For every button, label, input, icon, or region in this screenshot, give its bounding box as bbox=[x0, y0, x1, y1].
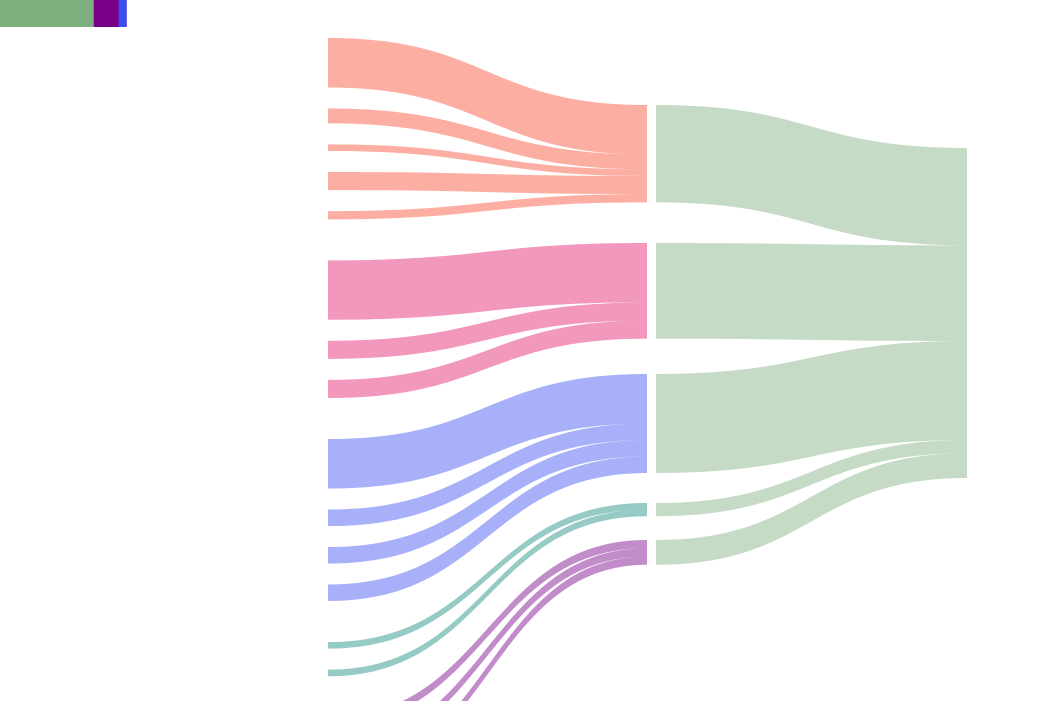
sankey-link bbox=[328, 144, 647, 176]
sankey-link bbox=[328, 194, 647, 220]
links-group bbox=[328, 38, 967, 701]
sankey-link bbox=[328, 320, 647, 399]
sankey-link bbox=[656, 243, 967, 342]
node-label-bg-ranking bbox=[0, 0, 94, 27]
sankey-link bbox=[328, 243, 647, 320]
sankey-link bbox=[328, 503, 647, 649]
sankey-link bbox=[656, 341, 967, 473]
sankey-link bbox=[656, 453, 967, 565]
sankey-link bbox=[439, 548, 647, 701]
sankey-link bbox=[328, 509, 647, 677]
labels-group: 教学声誉： 15.0生师比： 4.5授予博士学位/学士学位比例： 2.0授予博士… bbox=[0, 0, 127, 27]
sankey-link bbox=[402, 540, 647, 701]
sankey-link bbox=[656, 440, 967, 517]
sankey-link bbox=[328, 440, 647, 564]
sankey-link bbox=[328, 374, 647, 489]
sankey-link bbox=[328, 423, 647, 527]
sankey-link bbox=[328, 456, 647, 602]
sankey-link bbox=[328, 302, 647, 359]
sankey-link bbox=[328, 38, 647, 155]
sankey-link bbox=[328, 171, 647, 195]
sankey-link bbox=[656, 105, 967, 246]
sankey-link bbox=[328, 108, 647, 170]
